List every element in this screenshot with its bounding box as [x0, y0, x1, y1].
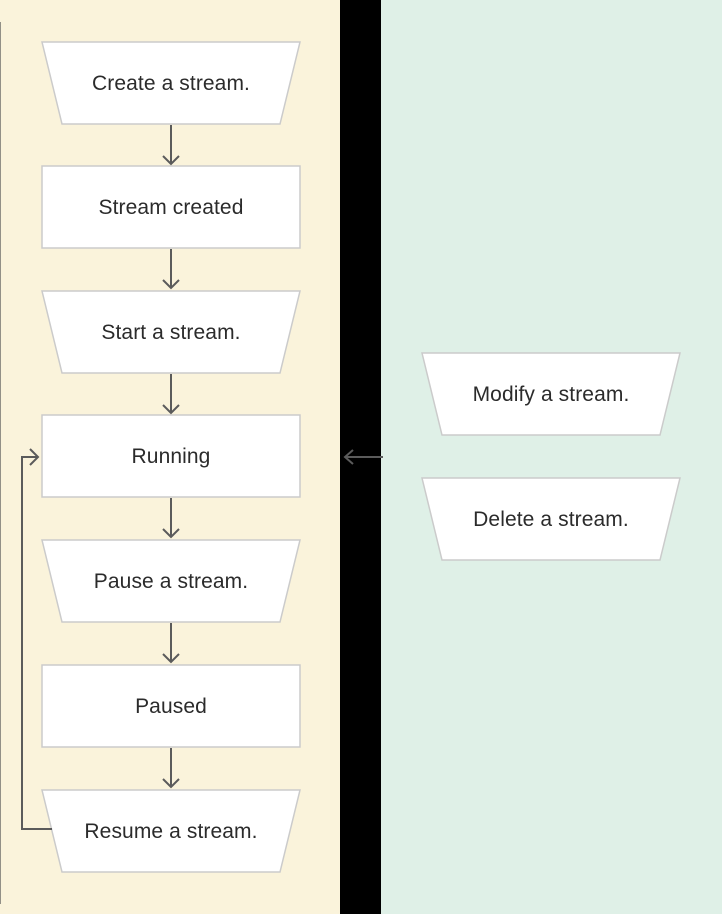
side-to-running-arrow	[343, 449, 383, 465]
node-label: Pause a stream.	[93, 569, 249, 593]
node-label: Paused	[135, 694, 207, 718]
node-label: Create a stream.	[92, 71, 250, 95]
rectangle-shape	[41, 414, 301, 498]
node-label: Stream created	[98, 195, 244, 219]
trapezoid-shape	[421, 477, 681, 561]
trapezoid-shape	[41, 539, 301, 623]
down-arrow	[162, 374, 180, 415]
rectangle-shape	[41, 165, 301, 249]
flow-node-resume-stream: Resume a stream.	[41, 789, 301, 873]
node-label: Start a stream.	[101, 320, 241, 344]
flow-node-running: Running	[41, 414, 301, 498]
down-arrow	[162, 748, 180, 789]
trapezoid-shape	[421, 352, 681, 436]
loop-back-arrow	[21, 448, 52, 830]
trapezoid-shape	[41, 41, 301, 125]
stream-actions-panel	[381, 0, 722, 914]
side-node-delete-stream: Delete a stream.	[421, 477, 681, 561]
node-label: Running	[131, 444, 211, 468]
left-edge-line	[0, 22, 1, 904]
node-label: Modify a stream.	[472, 382, 630, 406]
trapezoid-shape	[41, 789, 301, 873]
down-arrow	[162, 249, 180, 290]
node-label: Resume a stream.	[84, 819, 258, 843]
rectangle-shape	[41, 664, 301, 748]
flow-node-create-stream: Create a stream.	[41, 41, 301, 125]
side-node-modify-stream: Modify a stream.	[421, 352, 681, 436]
flow-node-stream-created: Stream created	[41, 165, 301, 249]
flow-node-pause-stream: Pause a stream.	[41, 539, 301, 623]
flow-node-paused: Paused	[41, 664, 301, 748]
node-label: Delete a stream.	[473, 507, 629, 531]
down-arrow	[162, 623, 180, 664]
down-arrow	[162, 498, 180, 539]
trapezoid-shape	[41, 290, 301, 374]
flow-node-start-stream: Start a stream.	[41, 290, 301, 374]
down-arrow	[162, 125, 180, 166]
